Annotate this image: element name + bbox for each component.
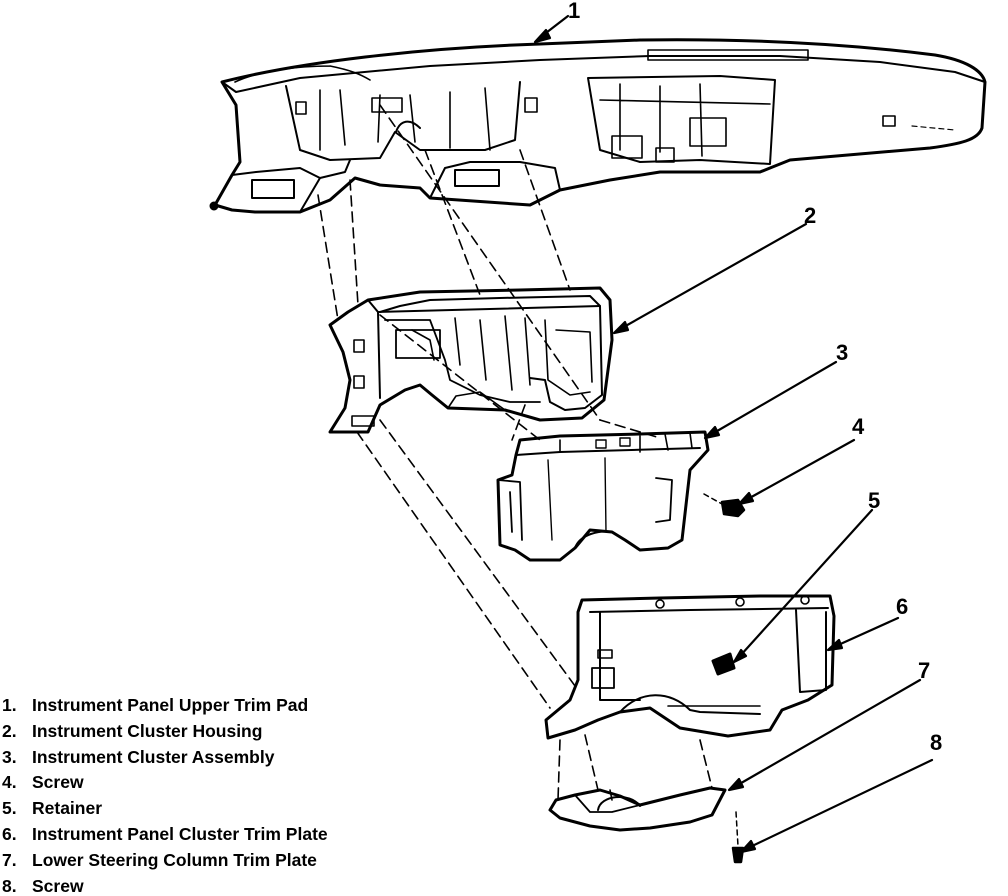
callout-3: 3 (836, 340, 849, 365)
part-cluster-trim-plate (544, 594, 836, 740)
part-lower-trim-plate (548, 786, 727, 832)
legend-item: 7.Lower Steering Column Trim Plate (2, 849, 317, 870)
legend-item: 6.Instrument Panel Cluster Trim Plate (2, 823, 328, 844)
legend-item: 5.Retainer (2, 798, 103, 819)
alignment-lines (317, 104, 713, 801)
part-screw-lower (731, 811, 745, 864)
callout-1: 1 (568, 0, 581, 23)
callout-8: 8 (930, 730, 943, 755)
part-retainer (711, 652, 736, 676)
callout-7: 7 (918, 658, 931, 683)
part-cluster-assembly (496, 430, 710, 562)
legend-item: 3.Instrument Cluster Assembly (2, 746, 275, 767)
callout-2: 2 (804, 203, 817, 228)
callout-5: 5 (868, 488, 881, 513)
legend-item: 2.Instrument Cluster Housing (2, 720, 263, 741)
callout-6: 6 (896, 594, 909, 619)
parts-legend: 1.Instrument Panel Upper Trim Pad 2.Inst… (2, 693, 422, 896)
legend-item: 1.Instrument Panel Upper Trim Pad (2, 695, 309, 715)
leader-arrows (533, 14, 934, 854)
legend-item: 4.Screw (2, 772, 84, 793)
part-cluster-housing (328, 286, 614, 434)
part-upper-trim-pad (209, 38, 987, 214)
callout-4: 4 (852, 414, 865, 439)
legend-item: 8.Screw (2, 875, 84, 896)
part-screw-upper (703, 493, 746, 518)
